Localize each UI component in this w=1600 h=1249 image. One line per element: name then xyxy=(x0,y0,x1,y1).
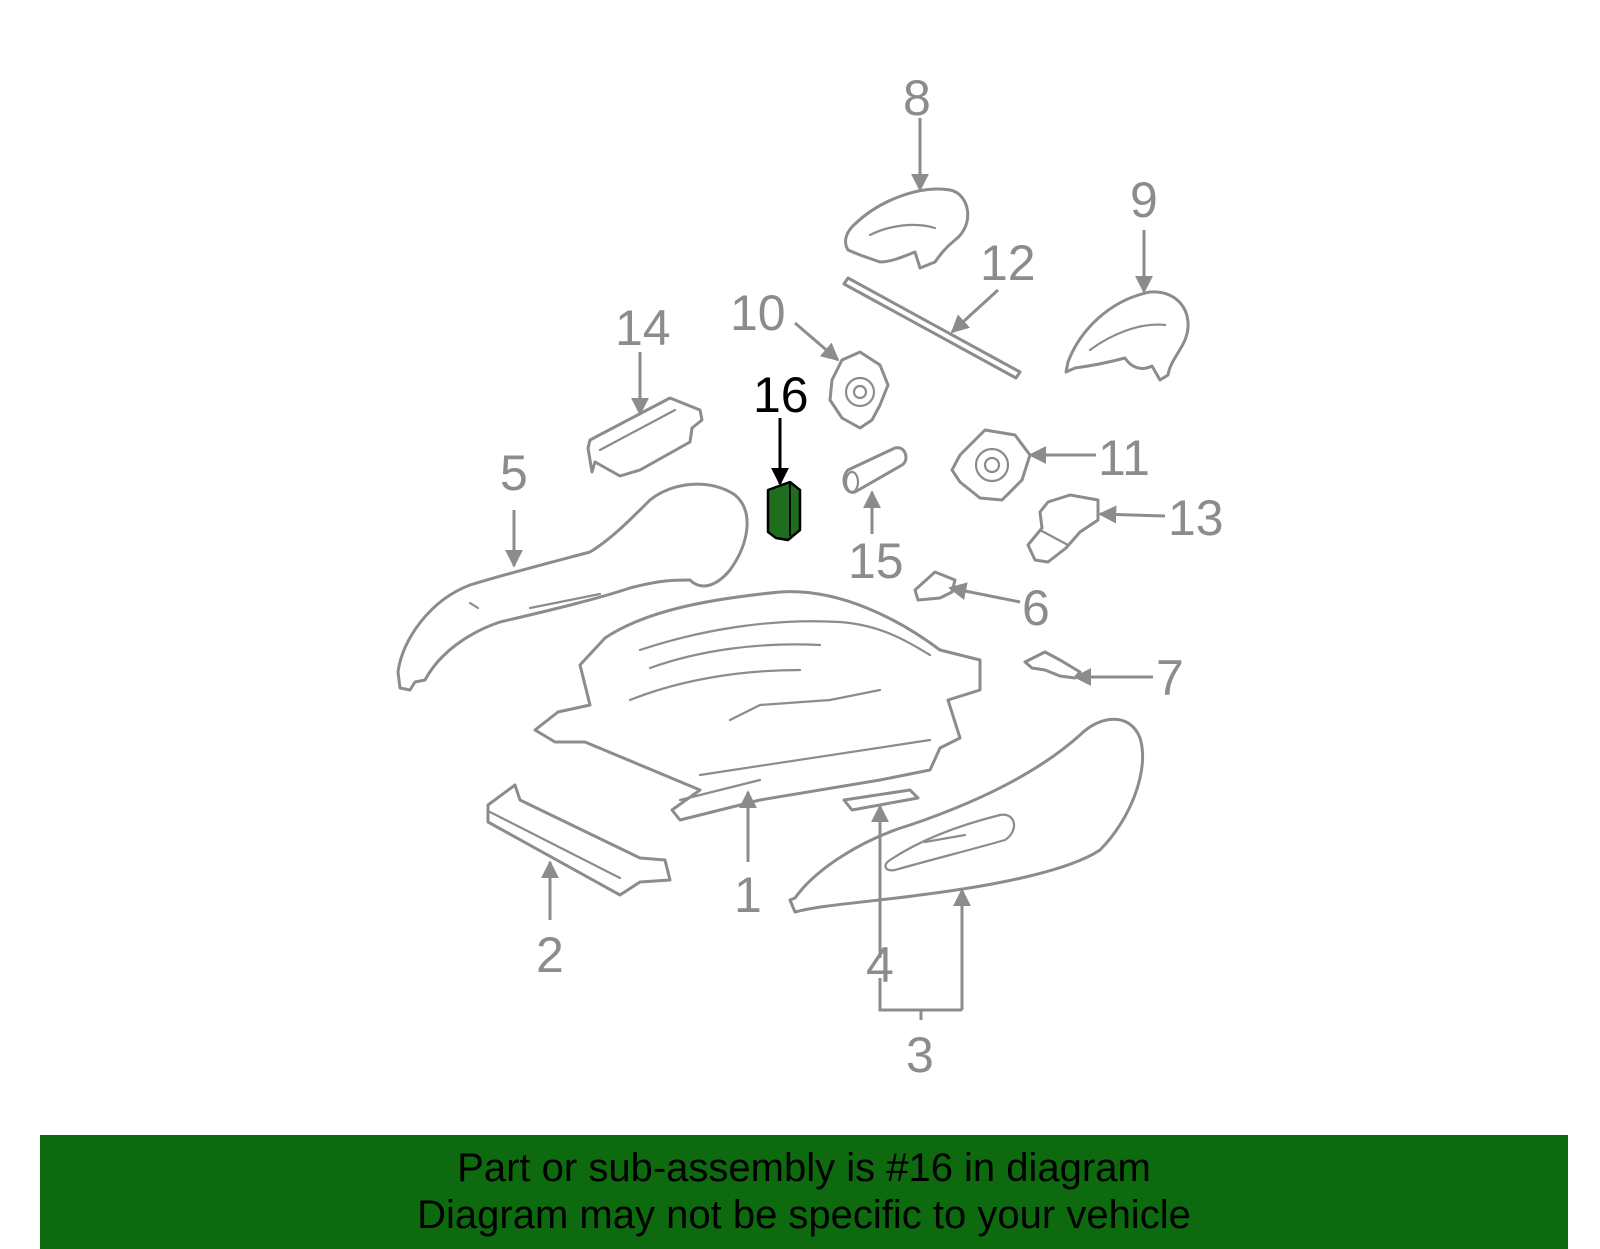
part-16-cap-highlighted xyxy=(766,480,802,542)
part-9-side-shield xyxy=(1064,290,1190,382)
callout-2: 2 xyxy=(536,927,564,983)
callout-16: 16 xyxy=(753,367,809,423)
banner-line-2: Diagram may not be specific to your vehi… xyxy=(417,1193,1191,1237)
callout-10: 10 xyxy=(730,285,786,341)
callout-15: 15 xyxy=(848,533,904,589)
callout-7: 7 xyxy=(1156,650,1184,706)
callout-5: 5 xyxy=(500,445,528,501)
callout-1: 1 xyxy=(734,867,762,923)
callout-12: 12 xyxy=(980,235,1036,291)
part-7-clip xyxy=(1023,650,1082,680)
callout-13: 13 xyxy=(1168,490,1224,546)
part-8-shield-cover xyxy=(844,187,970,270)
info-banner: Part or sub-assembly is #16 in diagram D… xyxy=(40,1135,1568,1249)
part-6-clip xyxy=(913,570,957,602)
part-12-rod xyxy=(842,276,1022,380)
part-4-label xyxy=(842,788,920,812)
callout-9: 9 xyxy=(1130,172,1158,228)
part-3-outer-shield xyxy=(788,717,1145,914)
callout-11: 11 xyxy=(1098,430,1150,486)
callout-8: 8 xyxy=(903,70,931,126)
callout-6: 6 xyxy=(1022,580,1050,636)
callout-3: 3 xyxy=(906,1027,934,1083)
parts-diagram: 8 9 12 10 14 16 11 5 13 15 6 7 1 2 4 3 xyxy=(396,70,1224,1083)
leader-lines xyxy=(505,118,1166,1020)
part-13-motor xyxy=(1026,493,1100,564)
callout-labels: 8 9 12 10 14 16 11 5 13 15 6 7 1 2 4 3 xyxy=(500,70,1224,1083)
part-11-bracket xyxy=(950,428,1032,502)
part-5-inner-shield xyxy=(396,482,749,692)
part-10-bracket xyxy=(828,350,890,430)
banner-line-1: Part or sub-assembly is #16 in diagram xyxy=(457,1146,1151,1190)
part-2-front-cover xyxy=(486,783,672,897)
part-15-cylinder xyxy=(842,446,908,494)
callout-14: 14 xyxy=(615,300,671,356)
part-1-seat-frame xyxy=(533,590,982,822)
part-14-switch xyxy=(586,396,704,478)
callout-4: 4 xyxy=(866,937,894,993)
